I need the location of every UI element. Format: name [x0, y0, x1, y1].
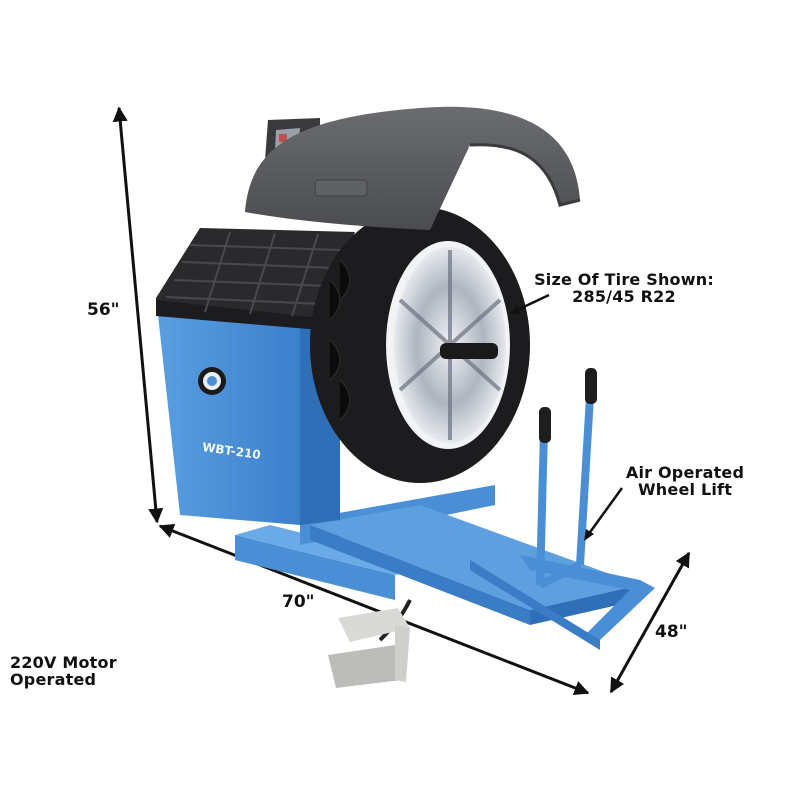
wheel-lift-uprights [536, 368, 597, 589]
wheel-lift-line2: Wheel Lift [637, 479, 733, 499]
dimension-arrow-width [609, 551, 691, 694]
wheel-shaft [440, 343, 498, 359]
dimension-arrow-length [158, 523, 590, 696]
dimension-arrow-height [112, 106, 164, 524]
base-frame [235, 485, 655, 650]
tire-size-callout-arrow [509, 293, 550, 314]
motor-line2: Operated [10, 669, 97, 689]
tire-size-callout: Size Of Tire Shown: 285/45 R22 [518, 270, 730, 306]
hood-handle [314, 179, 368, 197]
wheel-lift-line1: Air Operated [625, 463, 745, 482]
wheel-lift-callout-arrow [584, 487, 624, 541]
wheel-lift-callout: Air Operated Wheel Lift [610, 463, 760, 499]
foot-pedal [328, 599, 412, 688]
lift-grip-right [585, 368, 597, 404]
height-dimension-label: 56" [87, 300, 120, 320]
motor-line1: 220V Motor [10, 653, 117, 672]
tire-size-value: 285/45 R22 [572, 286, 676, 306]
tire-size-heading: Size Of Tire Shown: [534, 270, 714, 289]
motor-callout: 220V Motor Operated [10, 653, 117, 689]
tire [310, 207, 530, 483]
wheel-guard-hood [245, 106, 581, 230]
width-dimension-label: 48" [655, 622, 688, 642]
lift-grip-left [539, 407, 551, 443]
balancer-cabinet [158, 315, 340, 525]
length-dimension-label: 70" [282, 592, 315, 612]
weight-tray [156, 228, 355, 330]
